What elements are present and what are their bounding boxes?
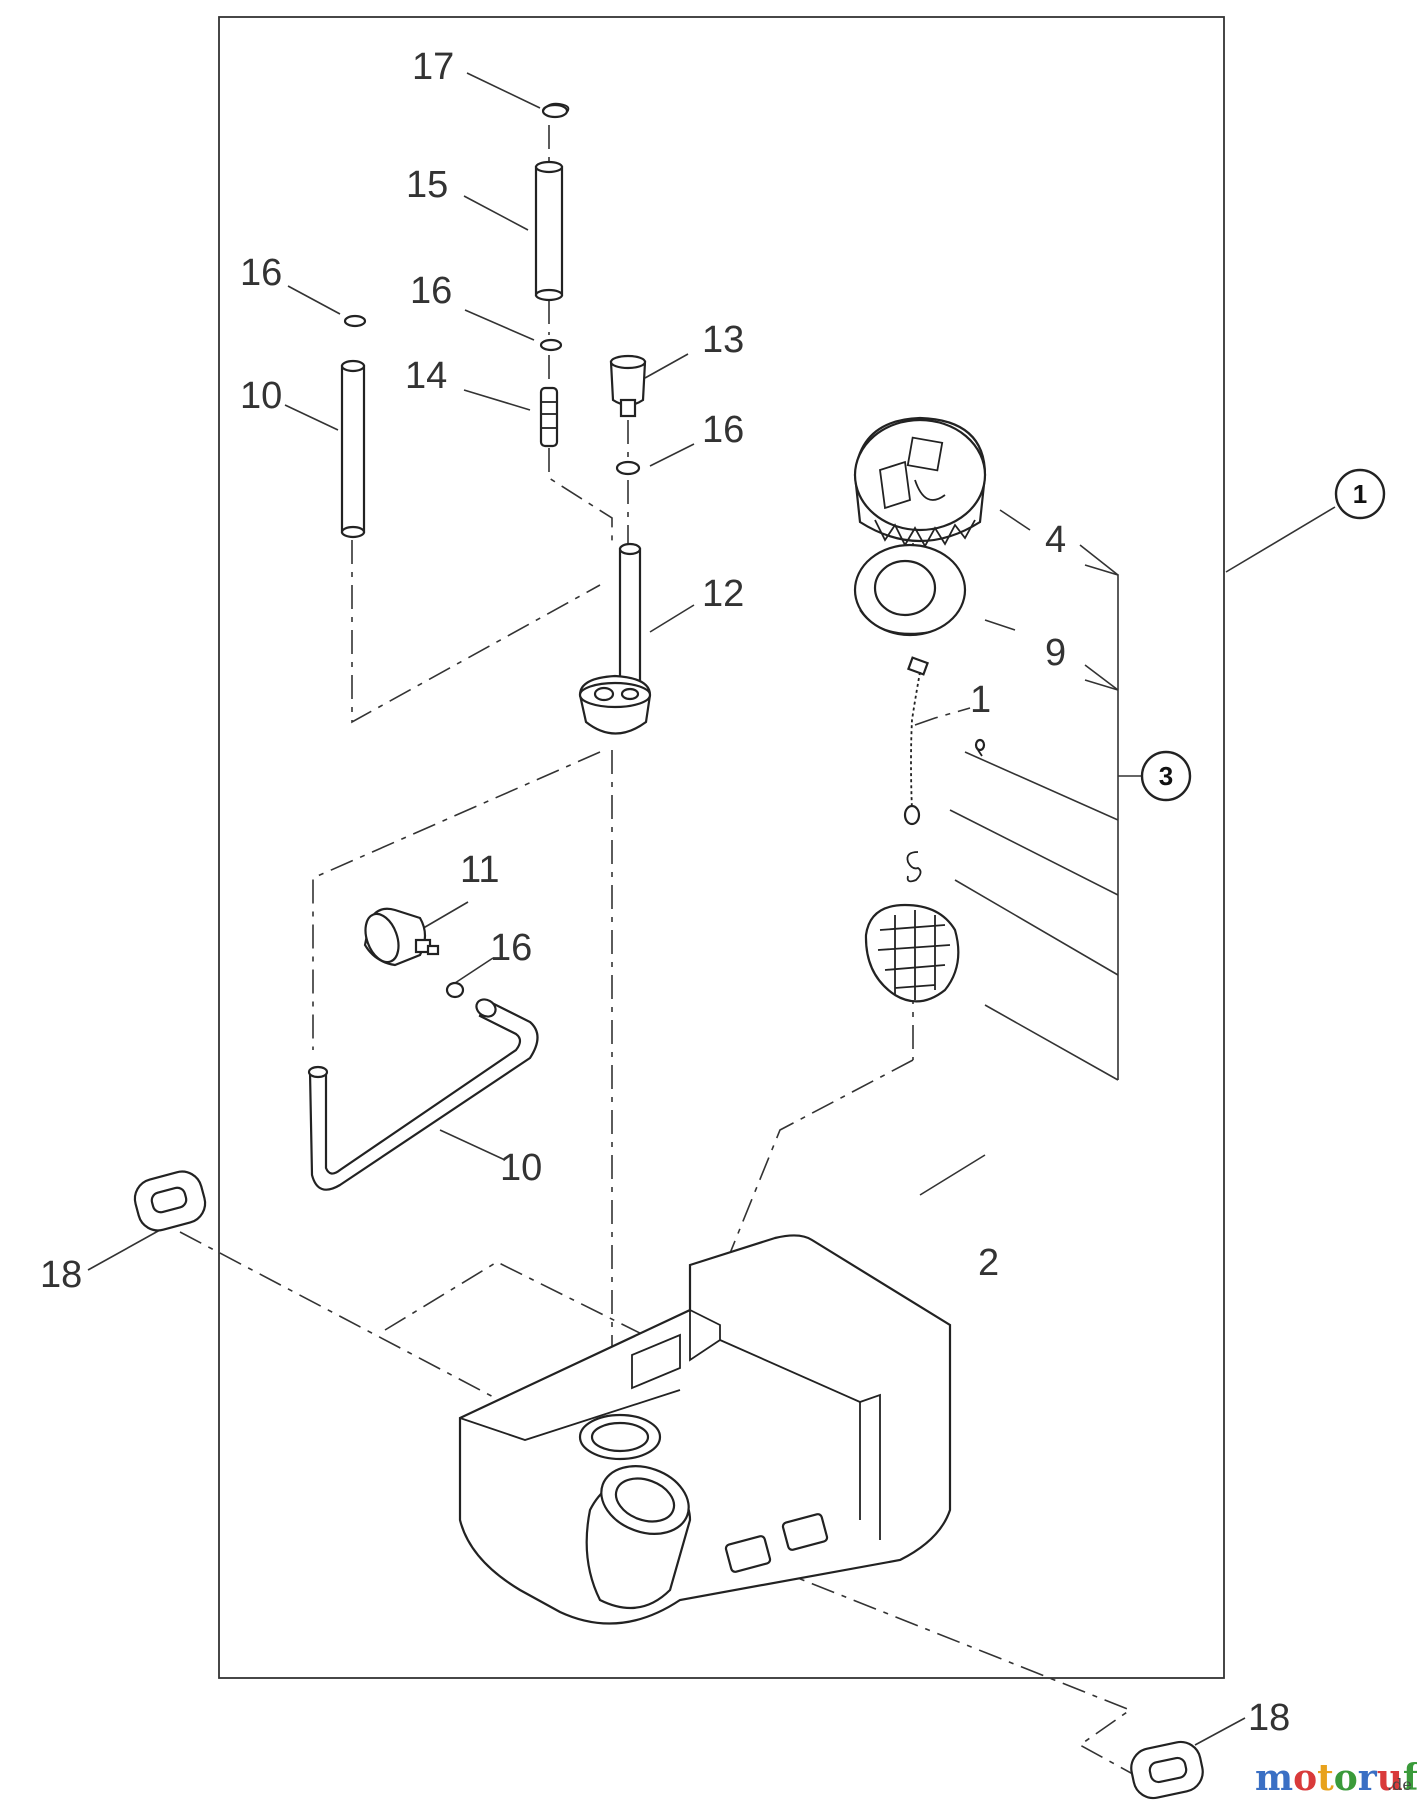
- part-9-gasket: [853, 543, 967, 637]
- part-18-grommet: [1130, 1740, 1204, 1800]
- label-part-10: 10: [500, 1147, 542, 1189]
- svg-text:.de: .de: [1387, 1775, 1412, 1794]
- part-16-oring: [539, 338, 563, 352]
- label-part-14: 14: [405, 355, 447, 397]
- watermark-letter: r: [1358, 1757, 1378, 1799]
- part-11-fuel-filter: [363, 907, 440, 967]
- label-part-16: 16: [702, 409, 744, 451]
- part-4-fuel-cap: [853, 416, 987, 548]
- watermark-logo: motoruf .de: [1255, 1757, 1417, 1799]
- part-17-clip: [541, 102, 570, 119]
- part-2-fuel-tank: [458, 1234, 952, 1625]
- part-10-fuel-tube-straight: [340, 359, 366, 539]
- label-part-2: 2: [978, 1242, 999, 1284]
- assembly-callout-3: 3: [1140, 750, 1192, 802]
- label-part-16: 16: [240, 252, 282, 294]
- label-part-10: 10: [240, 375, 282, 417]
- part-strainer: [864, 903, 960, 1003]
- part-13-vent-cap: [609, 354, 647, 418]
- label-part-16: 16: [410, 270, 452, 312]
- assembly-callout-1: 1: [1334, 468, 1386, 520]
- label-part-9: 9: [1045, 632, 1066, 674]
- svg-text:3: 3: [1159, 761, 1173, 791]
- part-14-connector: [539, 386, 559, 448]
- part-10-fuel-tube-bent: [307, 998, 539, 1191]
- watermark-letter: t: [1317, 1757, 1334, 1799]
- watermark-letter: u: [1377, 1757, 1403, 1799]
- part-18-grommet: [133, 1170, 207, 1232]
- label-part-12: 12: [702, 573, 744, 615]
- part-16-oring: [615, 460, 641, 476]
- label-part-15: 15: [406, 164, 448, 206]
- leader-lines: [87, 72, 1336, 1746]
- part-15-tube: [534, 160, 564, 302]
- label-part-18: 18: [40, 1254, 82, 1296]
- watermark-letter: o: [1293, 1757, 1317, 1799]
- label-part-13: 13: [702, 319, 744, 361]
- part-1-small-screw: [974, 738, 986, 757]
- part-cap-chain: [903, 656, 929, 826]
- watermark-letter: f: [1403, 1757, 1417, 1799]
- label-part-1: 1: [970, 679, 991, 721]
- assembly-frame: [218, 16, 1225, 1679]
- part-16-oring: [343, 314, 367, 328]
- label-part-16: 16: [490, 927, 532, 969]
- watermark-letter: m: [1255, 1757, 1293, 1799]
- label-part-17: 17: [412, 46, 454, 88]
- part-s-hook: [906, 851, 922, 883]
- label-part-4: 4: [1045, 519, 1066, 561]
- watermark-brand: motoruf: [1255, 1757, 1417, 1799]
- part-16-oring: [445, 981, 465, 999]
- part-12-pickup-grommet: [578, 542, 652, 735]
- svg-text:1: 1: [1353, 479, 1367, 509]
- label-part-18: 18: [1248, 1697, 1290, 1739]
- label-part-11: 11: [460, 849, 499, 891]
- watermark-letter: o: [1334, 1757, 1358, 1799]
